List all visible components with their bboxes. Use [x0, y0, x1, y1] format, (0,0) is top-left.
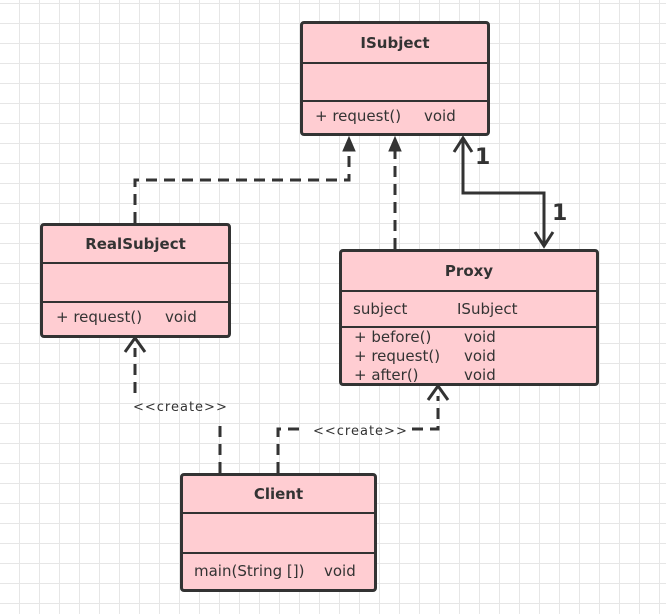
create-arrowhead-proxy — [426, 383, 450, 401]
multiplicity-target: 1 — [552, 201, 568, 226]
class-isubject[interactable]: ISubject + request() void — [300, 21, 490, 136]
association-arrowhead-bottom — [533, 231, 555, 249]
method-type: void — [464, 328, 496, 346]
method-name: + after() — [354, 366, 419, 384]
class-realsubject-methods: + request() void — [43, 303, 228, 335]
client-to-proxy-line — [276, 427, 303, 473]
method-type: void — [464, 347, 496, 365]
class-isubject-attributes — [303, 64, 487, 102]
association-line — [461, 140, 546, 246]
class-client-name: Client — [183, 476, 374, 514]
class-proxy[interactable]: Proxy subject ISubject + before() void +… — [339, 249, 599, 386]
class-isubject-name: ISubject — [303, 24, 487, 64]
class-proxy-methods: + before() void + request() void + after… — [342, 328, 596, 383]
class-client-attributes — [183, 514, 374, 554]
attribute-type: ISubject — [457, 300, 518, 318]
class-proxy-name: Proxy — [342, 252, 596, 292]
method-type: void — [324, 562, 356, 580]
client-to-proxy-line-right — [412, 396, 440, 431]
realsubject-to-isubject-line — [133, 150, 351, 223]
method-type: void — [424, 107, 456, 125]
method-name: + request() — [315, 107, 402, 125]
realization-arrowhead-proxy — [388, 135, 402, 152]
create-label-proxy: <<create>> — [313, 424, 408, 439]
method-type: void — [165, 308, 197, 326]
multiplicity-source: 1 — [475, 145, 491, 170]
class-proxy-attributes: subject ISubject — [342, 292, 596, 328]
association-arrowhead-top — [452, 135, 474, 153]
method-name: + before() — [354, 328, 432, 346]
class-client-methods: main(String []) void — [183, 554, 374, 589]
class-isubject-methods: + request() void — [303, 102, 487, 133]
create-arrowhead-realsubject — [123, 335, 147, 353]
class-realsubject[interactable]: RealSubject + request() void — [40, 223, 231, 338]
class-client[interactable]: Client main(String []) void — [180, 473, 377, 592]
method-name: + request() — [354, 347, 441, 365]
class-realsubject-attributes — [43, 264, 228, 303]
method-name: main(String []) — [194, 562, 305, 580]
class-realsubject-name: RealSubject — [43, 226, 228, 264]
realization-arrowhead-realsubject — [342, 135, 356, 152]
method-name: + request() — [56, 308, 143, 326]
attribute-name: subject — [353, 300, 408, 318]
method-type: void — [464, 366, 496, 384]
create-label-realsubject: <<create>> — [133, 400, 228, 415]
